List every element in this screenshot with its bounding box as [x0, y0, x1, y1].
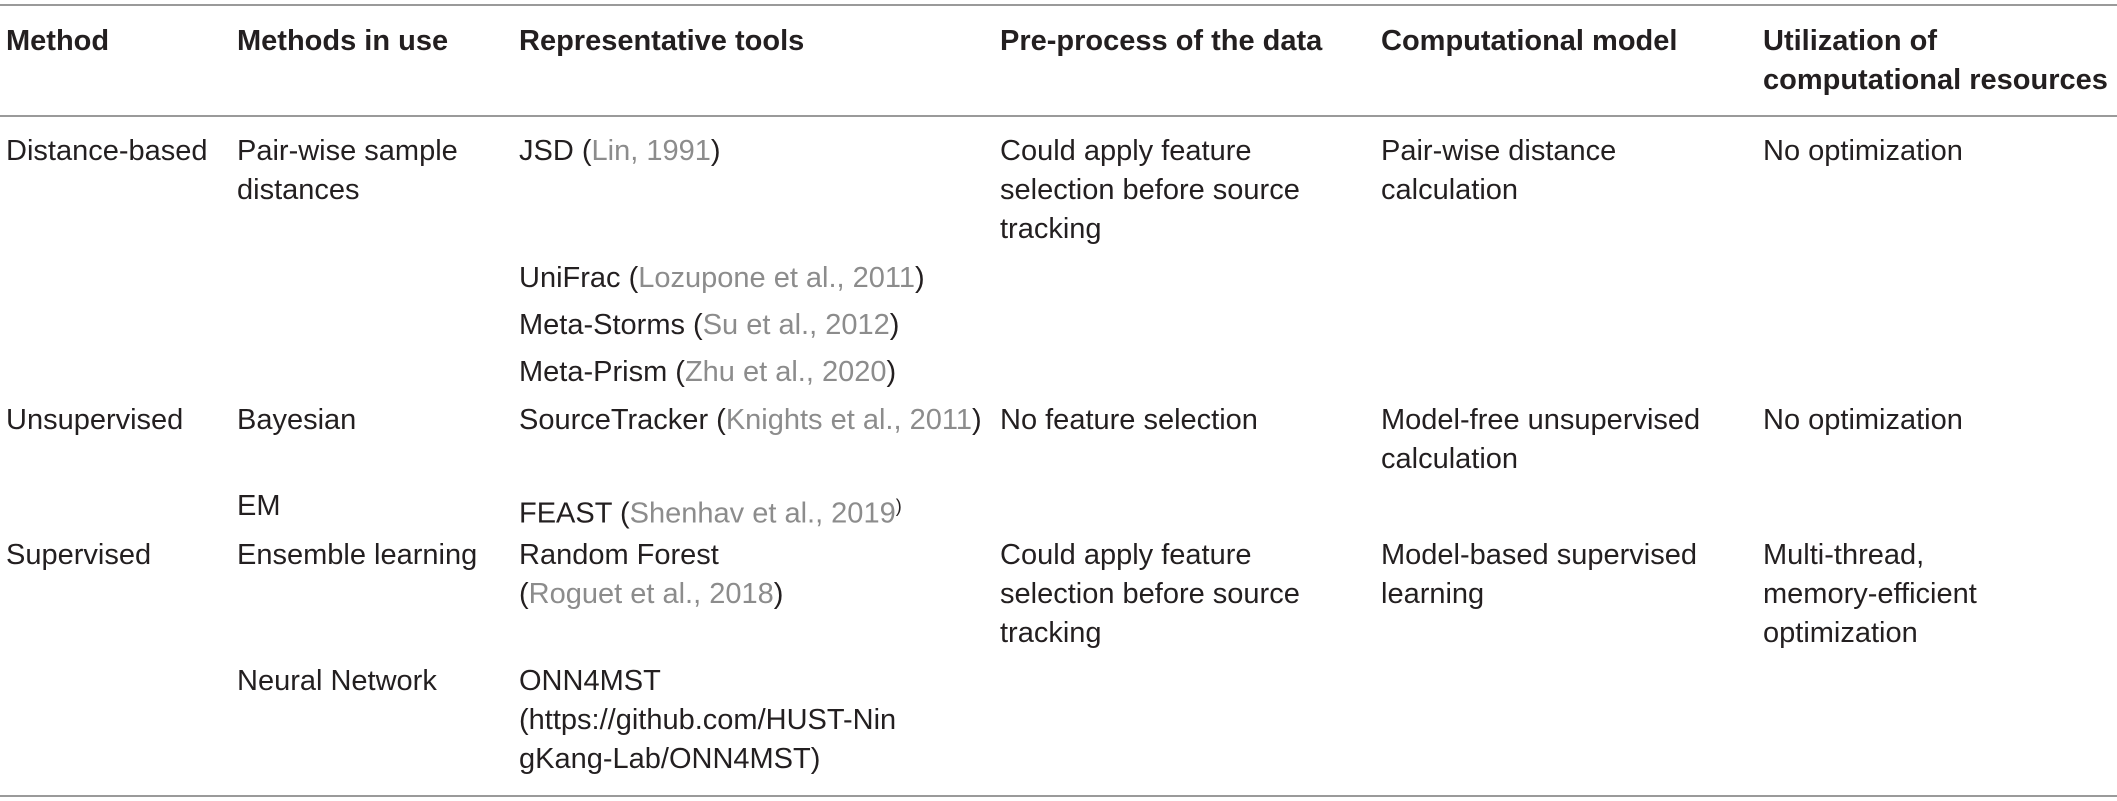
- table-bottom-rule: [0, 795, 2117, 797]
- tool-name: Meta-Prism: [519, 356, 668, 388]
- tool-meta-prism: Meta-Prism (Zhu et al., 2020): [519, 356, 897, 388]
- cell-method-unsupervised: Unsupervised: [6, 404, 184, 436]
- tool-unifrac: UniFrac (Lozupone et al., 2011): [519, 262, 925, 294]
- tool-onn4mst: ONN4MST (https://github.com/HUST-NingKan…: [519, 662, 899, 779]
- cell-methods-in-use-neural-network: Neural Network: [237, 665, 437, 697]
- header-pre-process: Pre-process of the data: [1000, 25, 1323, 57]
- tool-name: FEAST: [519, 497, 612, 530]
- tool-sourcetracker: SourceTracker (Knights et al., 2011): [519, 404, 982, 436]
- tool-url[interactable]: https://github.com/HUST-NingKang-Lab/ONN…: [519, 704, 897, 775]
- cell-model-unsupervised: Model-free unsupervised calculation: [1381, 404, 1701, 475]
- cell-model-distance: Pair-wise distance calculation: [1381, 135, 1617, 206]
- cell-model-supervised: Model-based supervised learning: [1381, 539, 1697, 610]
- tool-meta-storms: Meta-Storms (Su et al., 2012): [519, 309, 900, 341]
- tool-citation: Su et al., 2012: [702, 309, 890, 341]
- header-method: Method: [6, 25, 110, 57]
- cell-resources-unsupervised: No optimization: [1763, 404, 1963, 436]
- cell-preprocess-distance: Could apply feature selection before sou…: [1000, 135, 1300, 245]
- tool-random-forest: Random Forest (Roguet et al., 2018): [519, 536, 783, 614]
- cell-resources-supervised: Multi-thread, memory-efficient optimizat…: [1763, 539, 1977, 649]
- table-top-rule: [0, 4, 2117, 6]
- cell-methods-in-use-bayesian: Bayesian: [237, 404, 357, 436]
- tool-name: Meta-Storms: [519, 309, 685, 341]
- tool-name: JSD: [519, 135, 574, 167]
- cell-preprocess-supervised: Could apply feature selection before sou…: [1000, 539, 1300, 649]
- tool-name: UniFrac: [519, 262, 621, 294]
- tool-citation: Shenhav et al., 2019: [629, 497, 896, 530]
- tool-name: Random Forest: [519, 539, 719, 571]
- cell-methods-in-use-distance: Pair-wise sample distances: [237, 135, 458, 206]
- tool-name: SourceTracker: [519, 404, 709, 436]
- tool-name: ONN4MST: [519, 665, 661, 697]
- tool-citation: Zhu et al., 2020: [684, 356, 887, 388]
- tool-jsd: JSD (Lin, 1991): [519, 135, 721, 167]
- tool-feast: FEAST (Shenhav et al., 2019): [519, 496, 902, 530]
- cell-method-distance: Distance-based: [6, 135, 208, 167]
- header-representative-tools: Representative tools: [519, 25, 805, 57]
- header-methods-in-use: Methods in use: [237, 25, 449, 57]
- header-utilization: Utilization of computational resources: [1763, 25, 2108, 96]
- header-bottom-rule: [0, 115, 2117, 117]
- tool-citation: Roguet et al., 2018: [528, 578, 774, 610]
- cell-preprocess-unsupervised: No feature selection: [1000, 404, 1258, 436]
- cell-resources-distance: No optimization: [1763, 135, 1963, 167]
- tool-citation: Lozupone et al., 2011: [638, 262, 916, 294]
- cell-methods-in-use-ensemble: Ensemble learning: [237, 539, 478, 571]
- tool-citation: Lin, 1991: [591, 135, 711, 167]
- cell-method-supervised: Supervised: [6, 539, 152, 571]
- header-computational-model: Computational model: [1381, 25, 1678, 57]
- tool-citation: Knights et al., 2011: [725, 404, 972, 436]
- cell-methods-in-use-em: EM: [237, 490, 281, 522]
